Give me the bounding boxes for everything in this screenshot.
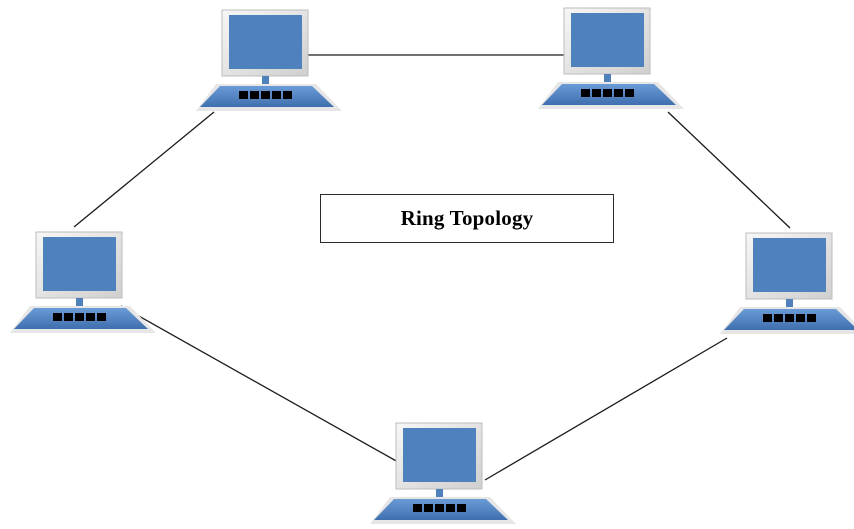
monitor-stand (604, 74, 611, 82)
keyboard-key (413, 504, 422, 512)
keyboard-key (64, 313, 73, 321)
ring-link-2 (667, 111, 791, 229)
keyboard-key (774, 314, 783, 322)
monitor-stand (786, 299, 793, 307)
keyboard-key (457, 504, 466, 512)
ring-link-3 (484, 337, 728, 481)
monitor-stand (76, 298, 83, 306)
diagram-title: Ring Topology (400, 206, 534, 230)
keyboard-key (86, 313, 95, 321)
keyboard-key (446, 504, 455, 512)
keyboard-key (796, 314, 805, 322)
keyboard-key (272, 91, 281, 99)
monitor-screen (43, 237, 116, 291)
keyboard-key (75, 313, 84, 321)
monitor-stand (262, 76, 269, 84)
computer-icon (720, 232, 854, 334)
keyboard-key (261, 91, 270, 99)
computer-icon (10, 231, 156, 333)
keyboard-key (53, 313, 62, 321)
ring-link-4 (120, 305, 399, 463)
keyboard-key (239, 91, 248, 99)
monitor-stand (436, 489, 443, 497)
keyboard-key (435, 504, 444, 512)
keyboard-key (581, 89, 590, 97)
keyboard-key (250, 91, 259, 99)
keyboard-key (807, 314, 816, 322)
computer-icon (538, 7, 684, 109)
keyboard-key (785, 314, 794, 322)
ring-nodes (10, 7, 854, 524)
keyboard-key (603, 89, 612, 97)
keyboard-key (97, 313, 106, 321)
computer-icon (196, 9, 342, 111)
keyboard-key (424, 504, 433, 512)
ring-link-5 (73, 111, 215, 228)
monitor-screen (571, 13, 644, 67)
keyboard-key (592, 89, 601, 97)
keyboard-key (614, 89, 623, 97)
ring-links (73, 54, 791, 481)
keyboard-key (625, 89, 634, 97)
monitor-screen (403, 428, 476, 482)
keyboard-key (763, 314, 772, 322)
title-box: Ring Topology (320, 194, 614, 243)
monitor-screen (753, 238, 826, 292)
computer-icon (370, 422, 516, 524)
keyboard-key (283, 91, 292, 99)
monitor-screen (229, 15, 302, 69)
